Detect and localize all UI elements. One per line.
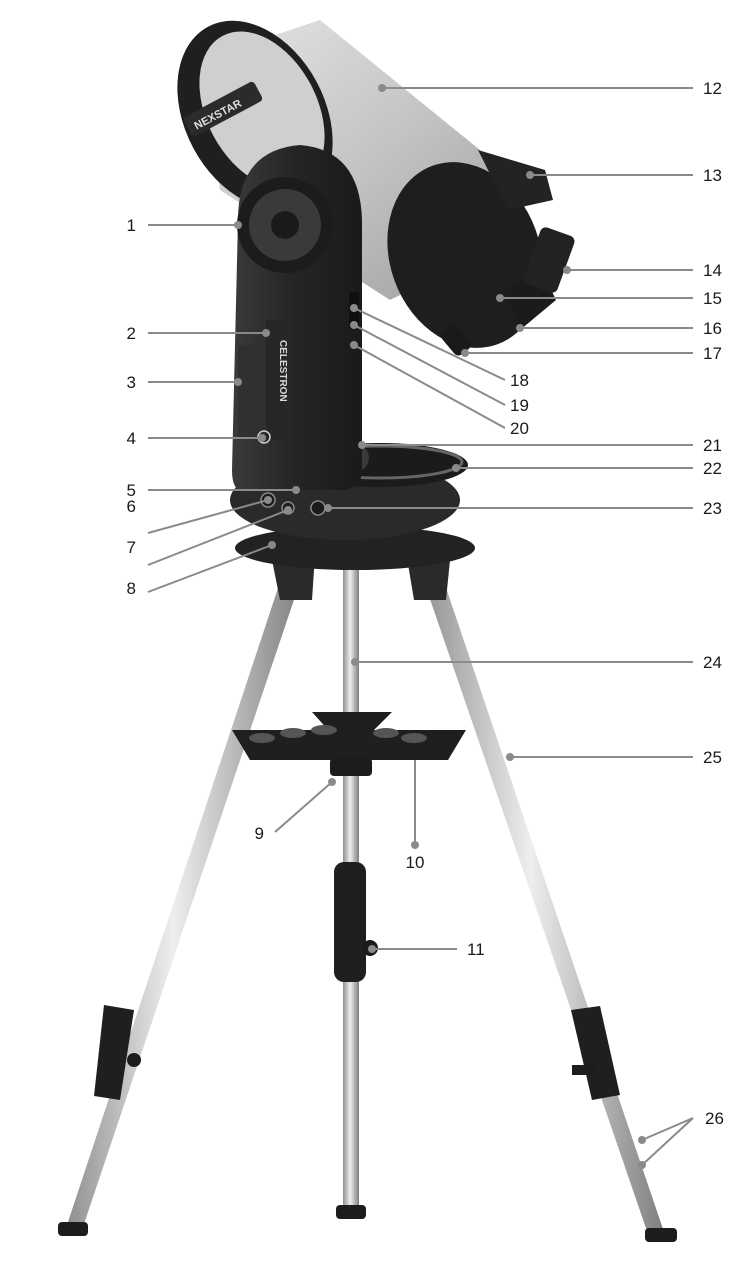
tripod-leg-left	[66, 570, 304, 1230]
leader-line-20	[353, 344, 506, 429]
leader-dot-6	[264, 496, 272, 504]
nexstar-badge	[183, 81, 263, 137]
leg-foot-right	[645, 1228, 677, 1242]
fork-arm: CELESTRON	[232, 145, 362, 490]
callout-label-9: 9	[255, 824, 264, 843]
finderscope	[478, 150, 553, 210]
leader-dot-19	[350, 321, 358, 329]
leader-line-26	[641, 1117, 694, 1166]
leader-line-8	[147, 544, 273, 593]
callout-label-22: 22	[703, 459, 722, 478]
brand-panel	[266, 320, 286, 440]
leader-dot-10	[411, 841, 419, 849]
leader-dot-1	[234, 221, 242, 229]
callout-label-3: 3	[127, 373, 136, 392]
leader-line-18	[353, 307, 506, 381]
leader-dot-21	[358, 441, 366, 449]
leg-lock-right	[572, 1065, 594, 1075]
leader-dot-14	[563, 266, 571, 274]
port-23	[310, 500, 326, 516]
leader-dot-12	[378, 84, 386, 92]
leader-dot-7	[284, 506, 292, 514]
tray-lock	[330, 758, 372, 776]
altitude-hub-center	[271, 211, 299, 239]
callout-label-2: 2	[127, 324, 136, 343]
leader-dot-20	[350, 341, 358, 349]
leader-dot-26b	[638, 1161, 646, 1169]
leader-line-9	[274, 781, 333, 833]
callout-label-7: 7	[127, 538, 136, 557]
leader-dot-2	[262, 329, 270, 337]
leader-dot-4	[258, 434, 266, 442]
battery-compartment	[238, 345, 266, 437]
leg-foot-left	[58, 1222, 88, 1236]
callout-label-20: 20	[510, 419, 529, 438]
callout-label-6: 6	[127, 497, 136, 516]
tripod	[58, 540, 677, 1242]
callout-label-26: 26	[705, 1109, 724, 1128]
callout-label-14: 14	[703, 261, 722, 280]
callout-label-21: 21	[703, 436, 722, 455]
leader-dot-8	[268, 541, 276, 549]
callout-labels: 1234567891011121314151617181920212223242…	[127, 79, 724, 1128]
leader-dot-22	[452, 464, 460, 472]
leader-dot-9	[328, 778, 336, 786]
callout-label-25: 25	[703, 748, 722, 767]
leader-dot-24	[351, 658, 359, 666]
leader-dot-11	[368, 945, 376, 953]
focus-knob	[441, 324, 471, 356]
leg-grip-right	[571, 1006, 620, 1100]
leader-dot-17	[461, 349, 469, 357]
callout-label-12: 12	[703, 79, 722, 98]
leader-dot-5	[292, 486, 300, 494]
callout-label-13: 13	[703, 166, 722, 185]
callout-label-11: 11	[467, 940, 485, 959]
tripod-head	[235, 526, 475, 570]
leader-dot-26	[638, 1136, 646, 1144]
callout-label-23: 23	[703, 499, 722, 518]
leader-line-19	[353, 324, 506, 406]
leader-dot-13	[526, 171, 534, 179]
leader-line-7	[147, 509, 289, 566]
callout-label-15: 15	[703, 289, 722, 308]
callout-label-16: 16	[703, 319, 722, 338]
eyepiece	[523, 227, 575, 293]
leader-dot-15	[496, 294, 504, 302]
leader-dot-3	[234, 378, 242, 386]
leg-lock-left	[127, 1053, 141, 1067]
leader-dot-16	[516, 324, 524, 332]
leader-line-6	[147, 499, 269, 534]
leader-lines	[147, 84, 694, 1169]
callout-label-24: 24	[703, 653, 722, 672]
brand-text: CELESTRON	[277, 340, 288, 402]
callout-label-8: 8	[127, 579, 136, 598]
center-column-grip	[334, 862, 366, 982]
callout-label-1: 1	[127, 216, 136, 235]
tray-holes	[249, 725, 427, 743]
leader-dot-25	[506, 753, 514, 761]
leader-dot-23	[324, 504, 332, 512]
tripod-leg-right	[420, 570, 665, 1237]
column-foot	[336, 1205, 366, 1219]
leader-dot-18	[350, 304, 358, 312]
callout-label-18: 18	[510, 371, 529, 390]
callout-label-5: 5	[127, 481, 136, 500]
callout-label-17: 17	[703, 344, 722, 363]
leg-grip-left	[94, 1005, 134, 1100]
callout-label-4: 4	[127, 429, 136, 448]
callout-label-19: 19	[510, 396, 529, 415]
callout-label-10: 10	[406, 853, 425, 872]
